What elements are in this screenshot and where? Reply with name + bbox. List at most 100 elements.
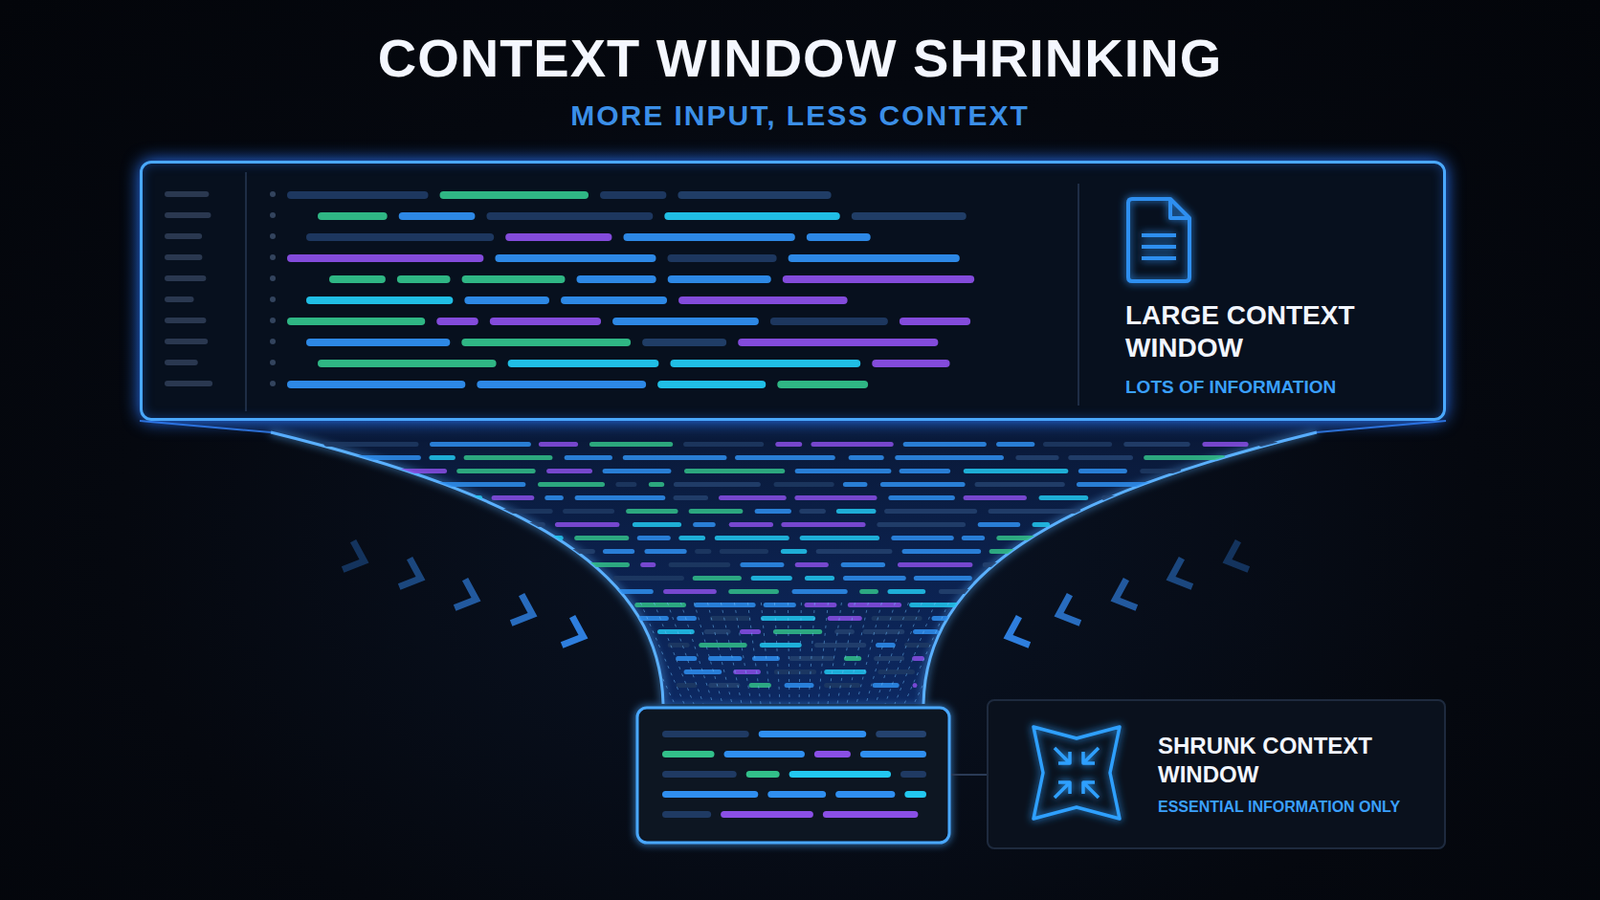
- code-bar: [777, 380, 868, 389]
- code-dash: [911, 656, 925, 662]
- code-dash: [792, 589, 848, 595]
- code-dash: [673, 495, 709, 501]
- code-dash: [734, 455, 836, 461]
- code-dash: [634, 602, 687, 608]
- code-dash: [1123, 442, 1190, 447]
- code-bar: [835, 791, 895, 799]
- code-dash: [932, 616, 950, 622]
- code-dash: [729, 522, 774, 528]
- code-dash: [555, 522, 621, 528]
- code-dash: [848, 455, 885, 461]
- code-bar: [287, 191, 429, 200]
- streak: [856, 602, 882, 705]
- code-dash: [562, 509, 615, 514]
- chevron: [561, 617, 589, 652]
- code-dash: [648, 482, 665, 488]
- code-dash: [847, 602, 902, 608]
- code-dash: [455, 495, 483, 501]
- code-dash: [692, 576, 742, 581]
- code-bar: [662, 811, 712, 819]
- line-number: [164, 275, 206, 282]
- code-bar: [899, 317, 971, 326]
- code-dash: [710, 616, 752, 622]
- code-bar: [814, 751, 851, 758]
- code-dash: [876, 522, 966, 528]
- code-dash: [871, 616, 923, 622]
- code-bar: [399, 212, 476, 221]
- code-dash: [632, 522, 682, 528]
- code-dash: [663, 589, 717, 595]
- code-dash: [602, 468, 672, 474]
- code-dash: [804, 602, 838, 608]
- funnel-code: [324, 442, 1279, 705]
- panel-ground: [986, 699, 1446, 850]
- code-bar: [657, 380, 766, 389]
- code-bar: [767, 791, 826, 799]
- code-dash: [816, 549, 893, 555]
- code-dash: [938, 589, 976, 595]
- code-dash: [615, 482, 637, 488]
- streak: [787, 602, 790, 705]
- code-dash: [625, 509, 678, 514]
- code-dash: [843, 576, 907, 581]
- code-dash: [683, 442, 764, 447]
- streak: [885, 602, 922, 705]
- code-dash: [977, 522, 1021, 528]
- large-window-panel: LARGE CONTEXT WINDOWLOTS OF INFORMATION: [139, 160, 1446, 422]
- code-dash: [585, 562, 630, 568]
- chevron: [1002, 617, 1030, 652]
- code-dash: [996, 442, 1035, 447]
- code-dash: [718, 495, 787, 501]
- code-dash: [897, 562, 973, 568]
- line-dot: [269, 191, 276, 198]
- code-bar: [600, 191, 667, 200]
- panel-heading: LARGE CONTEXT WINDOW: [1125, 299, 1432, 364]
- code-dash: [1032, 522, 1051, 528]
- code-lines: [164, 191, 975, 389]
- code-bar: [464, 296, 550, 305]
- line-number: [164, 380, 213, 387]
- streak: [760, 602, 771, 705]
- code-dash: [714, 535, 790, 541]
- code-dash: [640, 562, 656, 568]
- leader-line: [951, 774, 987, 777]
- chevron: [1110, 579, 1137, 615]
- panel-divider: [1077, 183, 1080, 406]
- streak: [774, 602, 780, 705]
- code-dash: [464, 455, 554, 461]
- code-dash: [880, 482, 966, 488]
- code-dash: [763, 602, 797, 608]
- code-dash: [795, 468, 892, 474]
- code-bar: [782, 275, 975, 284]
- code-bar: [806, 233, 871, 242]
- code-dash: [684, 468, 785, 474]
- streak: [707, 602, 733, 705]
- code-dash: [1201, 442, 1248, 447]
- streak: [720, 602, 742, 705]
- code-bar: [720, 811, 814, 819]
- code-bar: [662, 751, 715, 758]
- code-dash: [884, 509, 978, 514]
- code-dash: [903, 442, 987, 447]
- panel-subheading: ESSENTIAL INFORMATION ONLY: [1157, 799, 1441, 817]
- streak: [733, 602, 752, 705]
- code-dash: [739, 629, 761, 635]
- line-dot: [269, 317, 276, 324]
- code-bar: [612, 317, 759, 326]
- code-dash: [859, 589, 879, 595]
- code-dash: [894, 455, 1004, 461]
- code-dash: [877, 669, 915, 675]
- code-dash: [574, 535, 629, 541]
- code-dash: [810, 442, 893, 447]
- code-dash: [613, 576, 685, 581]
- code-bar: [667, 275, 772, 284]
- code-bar: [440, 191, 590, 200]
- code-dash: [975, 482, 1066, 488]
- code-dash: [875, 643, 896, 648]
- chevron: [342, 541, 370, 577]
- code-dash: [794, 495, 877, 501]
- code-dash: [521, 522, 546, 528]
- code-dash: [1015, 455, 1059, 461]
- code-bar: [461, 338, 631, 347]
- code-dash: [1234, 455, 1240, 461]
